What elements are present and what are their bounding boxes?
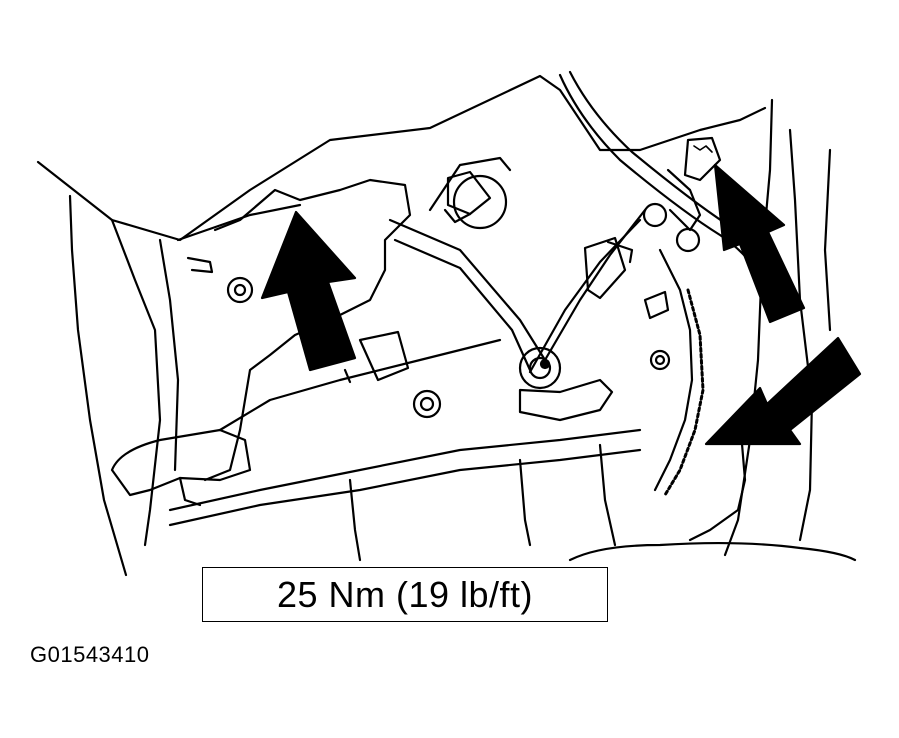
arrow-right-lower (704, 336, 862, 446)
figure-id: G01543410 (30, 642, 150, 667)
torque-callout-box: 25 Nm (19 lb/ft) (202, 567, 608, 622)
upper-fastener (666, 136, 722, 232)
body-panel (36, 74, 767, 577)
mounting-bracket (203, 178, 442, 482)
torque-label: 25 Nm (19 lb/ft) (276, 573, 534, 615)
ratchet-sector (642, 202, 705, 497)
clip (443, 170, 508, 230)
small-clips (186, 236, 670, 320)
floor-mound (568, 541, 857, 562)
arrow-left-upper (260, 210, 357, 372)
actuator-lever (388, 156, 647, 422)
right-pillar (688, 98, 832, 557)
brake-cable (558, 70, 772, 292)
pedal-arm (110, 338, 502, 507)
arrow-right-upper (713, 163, 806, 324)
floor-lines (168, 428, 642, 562)
